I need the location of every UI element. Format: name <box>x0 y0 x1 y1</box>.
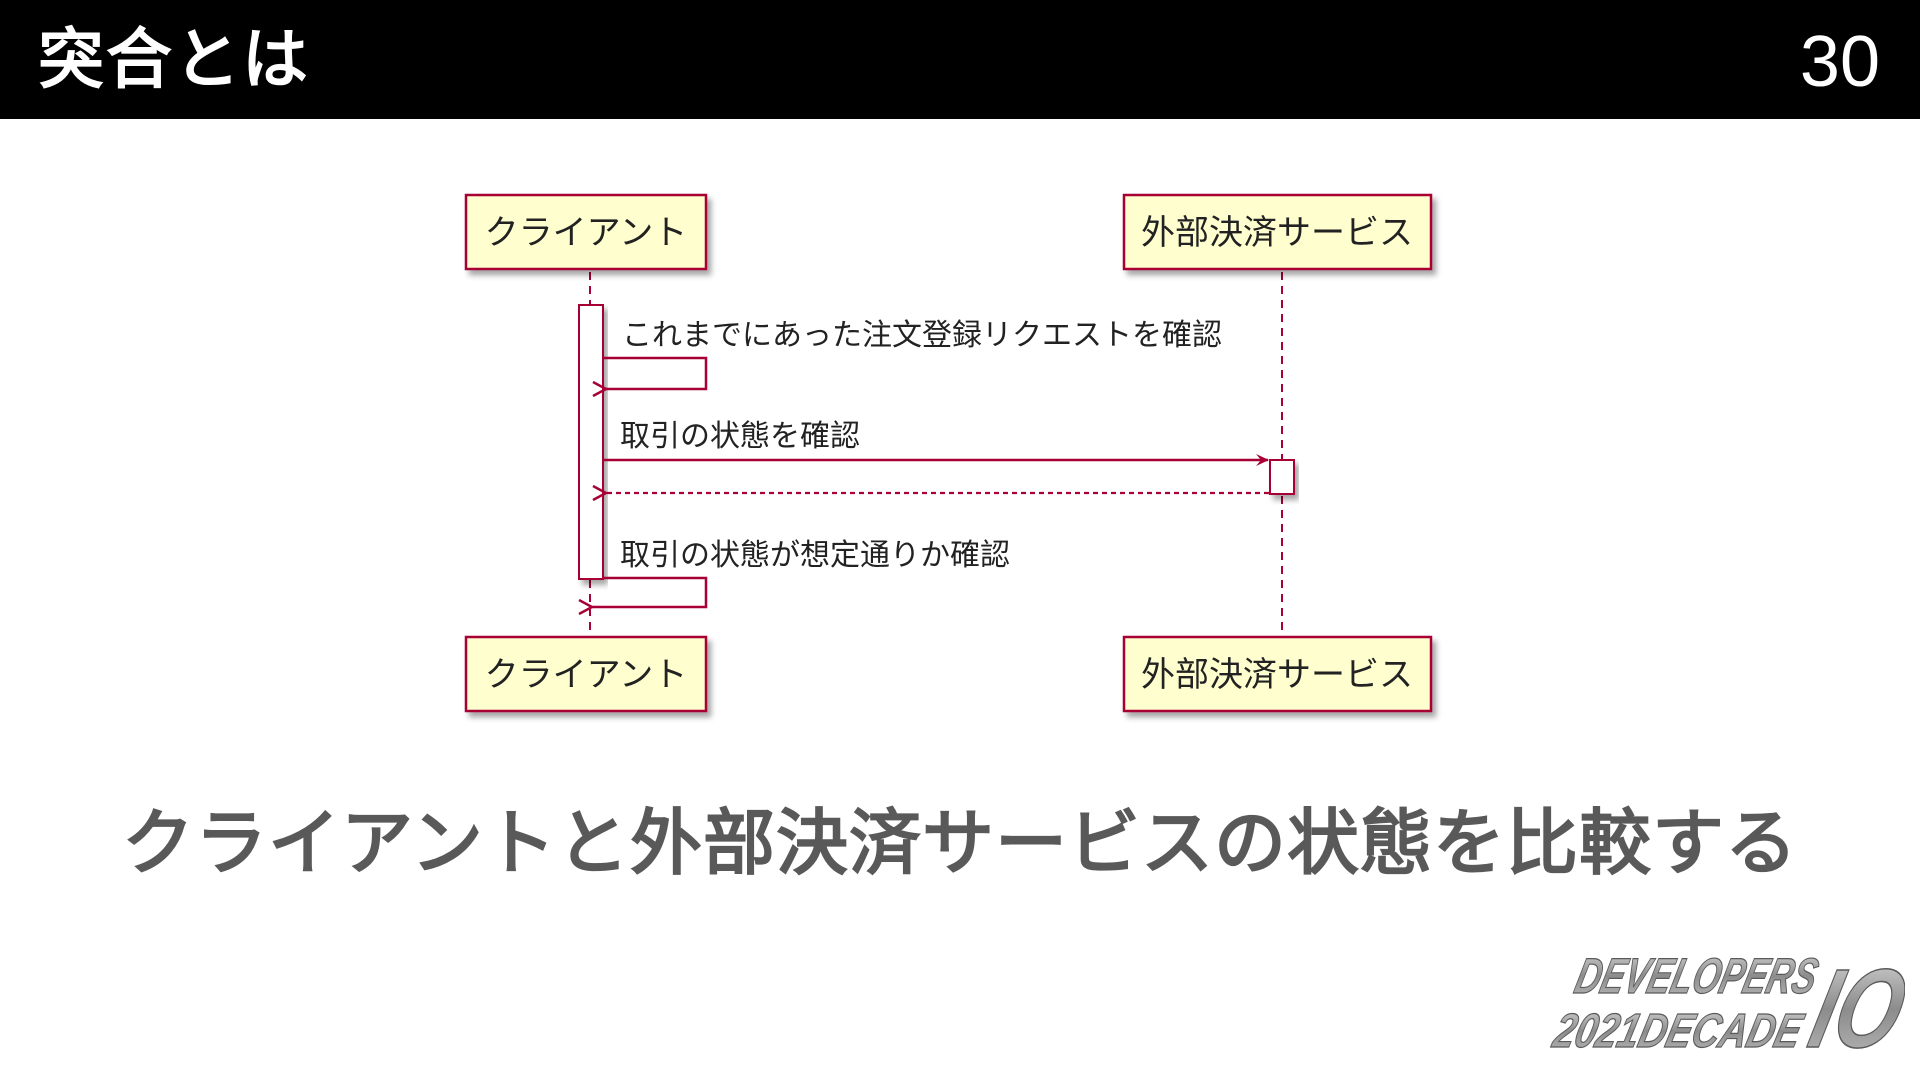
participant-external-bottom-label: 外部決済サービス <box>1141 655 1413 695</box>
message-self-verify-label: 取引の状態が想定通りか確認 <box>620 538 1010 573</box>
message-self-check-label: これまでにあった注文登録リクエストを確認 <box>622 318 1222 353</box>
message-self-verify-arrow <box>592 576 708 607</box>
participant-client-bottom: クライアント <box>464 635 708 713</box>
slide-caption: クライアントと外部決済サービスの状態を比較する <box>121 801 1799 885</box>
activation-external <box>1269 459 1295 495</box>
participant-external-bottom: 外部決済サービス <box>1122 635 1433 713</box>
slide-number: 30 <box>1799 22 1880 102</box>
slide-title: 突合とは <box>38 21 310 98</box>
message-request-label: 取引の状態を確認 <box>620 419 860 454</box>
developers-io-logo: DEVELOPERS 2021DECADE IO <box>1547 946 1905 1065</box>
participant-client-top: クライアント <box>464 193 708 271</box>
slide-header: 突合とは 30 <box>0 0 1920 119</box>
participant-external-top-label: 外部決済サービス <box>1141 213 1413 253</box>
logo-line2: 2021DECADE <box>1548 1005 1809 1058</box>
participant-client-bottom-label: クライアント <box>485 655 688 695</box>
message-self-check-arrow <box>604 356 708 389</box>
logo-line1: DEVELOPERS <box>1570 948 1824 1004</box>
participant-external-top: 外部決済サービス <box>1122 193 1433 271</box>
activation-client <box>578 304 604 580</box>
participant-client-top-label: クライアント <box>485 213 688 253</box>
